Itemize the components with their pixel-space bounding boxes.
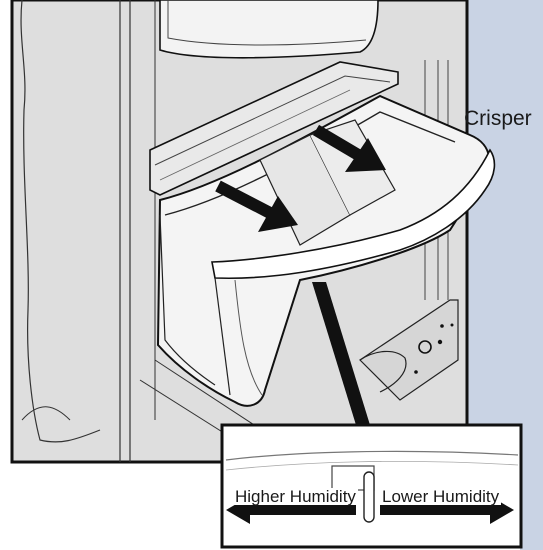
lower-humidity-label: Lower Humidity bbox=[380, 487, 502, 506]
upper-bin bbox=[159, 0, 379, 59]
arrow-icon bbox=[312, 124, 386, 172]
glass-shelf bbox=[149, 61, 399, 196]
back-panel bbox=[359, 299, 459, 401]
humidity-slider bbox=[363, 471, 375, 523]
arrow-icon bbox=[215, 180, 298, 232]
crisper-label: Crisper bbox=[464, 107, 532, 130]
leader-line bbox=[312, 282, 370, 425]
left-wall-curve bbox=[20, 0, 101, 443]
higher-humidity-label: Higher Humidity bbox=[233, 487, 358, 506]
